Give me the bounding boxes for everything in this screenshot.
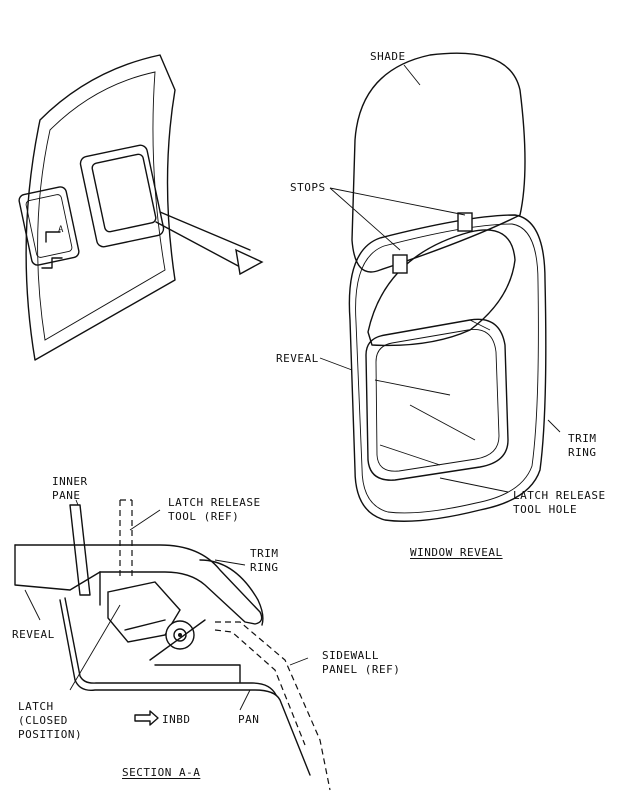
latch-label-3: POSITION) [18, 728, 83, 741]
inbd-label: INBD [162, 713, 191, 726]
inner-pane-label-1: INNER [52, 475, 88, 488]
window-reveal-caption: WINDOW REVEAL [410, 546, 503, 559]
latch-hole-label-1: LATCH RELEASE [513, 489, 606, 502]
sidewall-label-1: SIDEWALL [322, 649, 379, 662]
sidewall-label-2: PANEL (REF) [322, 663, 401, 676]
shade-label: SHADE [370, 50, 406, 63]
latch-tool-label-2: TOOL (REF) [168, 510, 240, 523]
trim-ring-top-label-2: RING [568, 446, 597, 459]
window-reveal-view [319, 52, 561, 522]
inner-pane-label-2: PANE [52, 489, 81, 502]
section-marker-label: A [58, 225, 64, 235]
stops-label: STOPS [290, 181, 326, 194]
trim-ring-bottom-label-2: RING [250, 561, 279, 574]
pan-label: PAN [238, 713, 260, 726]
sidewall-locator-view [18, 54, 264, 361]
latch-label-2: (CLOSED [18, 714, 68, 727]
latch-label-1: LATCH [18, 700, 54, 713]
section-a-a-caption: SECTION A-A [122, 766, 201, 779]
latch-hole-label-2: TOOL HOLE [513, 503, 578, 516]
reveal-top-label: REVEAL [276, 352, 319, 365]
reveal-bottom-label: REVEAL [12, 628, 55, 641]
section-a-a-view [14, 499, 331, 791]
trim-ring-top-label-1: TRIM [568, 432, 597, 445]
latch-tool-label-1: LATCH RELEASE [168, 496, 261, 509]
trim-ring-bottom-label-1: TRIM [250, 547, 279, 560]
